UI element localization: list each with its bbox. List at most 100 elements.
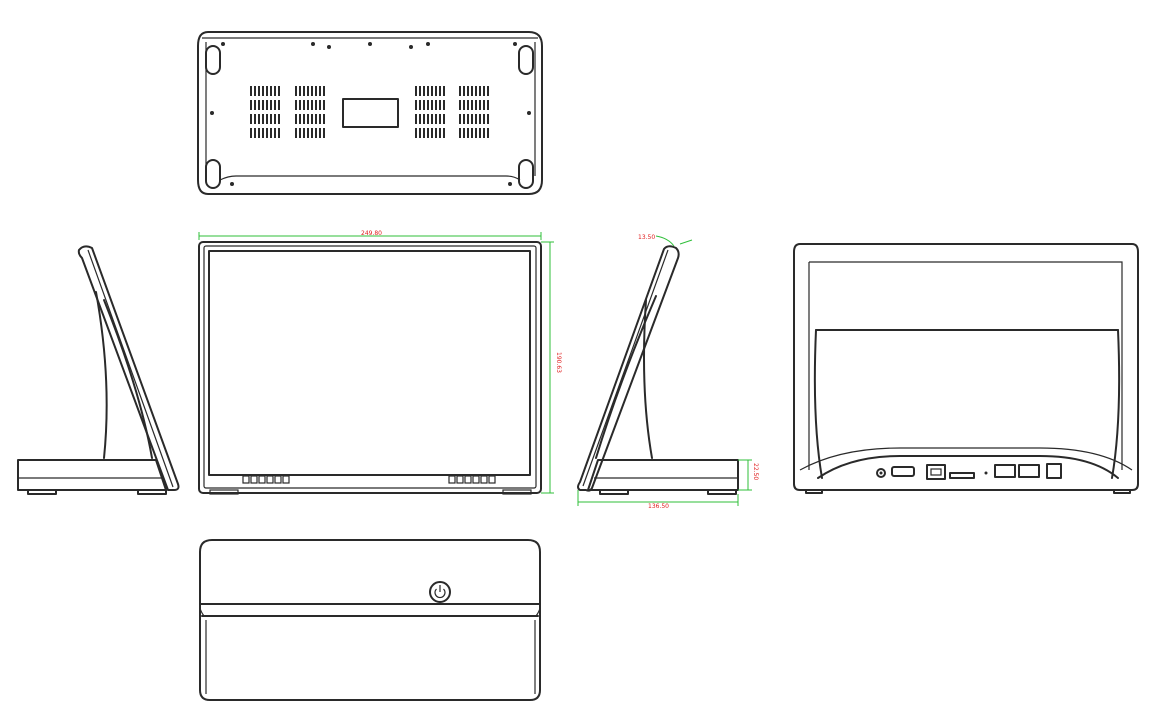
vent-slot (274, 114, 276, 124)
vent-slot (315, 86, 317, 96)
front-button[interactable] (274, 475, 282, 484)
vent-slot (254, 128, 256, 138)
vent-slot (262, 114, 264, 124)
vent-slot (315, 100, 317, 110)
vent-slot (270, 128, 272, 138)
vent-slot (415, 100, 417, 110)
front-button[interactable] (456, 475, 464, 484)
vent-slot (475, 114, 477, 124)
vent-slot (471, 86, 473, 96)
vent-slot (467, 128, 469, 138)
vent-slot (459, 86, 461, 96)
vent-slot (467, 100, 469, 110)
vent-slot (311, 128, 313, 138)
vent-slot (270, 86, 272, 96)
vent-slot (435, 86, 437, 96)
vent-slot (427, 128, 429, 138)
vent-slot (435, 100, 437, 110)
front-button[interactable] (480, 475, 488, 484)
vent-slot (323, 128, 325, 138)
base-height-label: 22.50 (752, 463, 759, 480)
vent-slot (295, 100, 297, 110)
vent-slot (278, 86, 280, 96)
vent-slot (459, 114, 461, 124)
vent-slot (307, 100, 309, 110)
vent-slot (299, 100, 301, 110)
vent-slot (299, 86, 301, 96)
angle-dimension: 13.50 (638, 234, 693, 247)
vent-slot (483, 86, 485, 96)
vent-slot (427, 100, 429, 110)
vent-slot (270, 114, 272, 124)
width-label: 249.80 (361, 230, 382, 237)
front-button[interactable] (250, 475, 258, 484)
vent-slot (487, 114, 489, 124)
vent-slot (431, 86, 433, 96)
vent-slot (463, 114, 465, 124)
front-button[interactable] (448, 475, 456, 484)
vent-slot (303, 100, 305, 110)
vent-slot (262, 86, 264, 96)
vent-slot (459, 128, 461, 138)
vent-slot (278, 128, 280, 138)
front-view: 249.80 190.63 (198, 230, 562, 495)
vent-slot (266, 114, 268, 124)
vent-slot (274, 128, 276, 138)
vent-slot (266, 128, 268, 138)
front-button[interactable] (242, 475, 250, 484)
depth-dimension: 136.50 (577, 490, 739, 510)
vent-slot (439, 114, 441, 124)
vent-slot (459, 100, 461, 110)
vent-slot (463, 100, 465, 110)
vent-slot (479, 128, 481, 138)
vent-slot (415, 114, 417, 124)
button-row-right (448, 475, 496, 484)
vent-slot (487, 86, 489, 96)
vent-slot (483, 100, 485, 110)
vent-slot (250, 100, 252, 110)
vent-slot (278, 114, 280, 124)
vent-slot (311, 86, 313, 96)
vent-slot (319, 128, 321, 138)
vent-slot (479, 100, 481, 110)
vent-slot (258, 128, 260, 138)
front-button[interactable] (472, 475, 480, 484)
depth-label: 136.50 (648, 503, 669, 510)
vent-slot (311, 100, 313, 110)
vent-slot (431, 100, 433, 110)
vent-slot (483, 114, 485, 124)
vent-slot (262, 128, 264, 138)
vent-slot (423, 86, 425, 96)
vent-slot (439, 100, 441, 110)
front-button[interactable] (258, 475, 266, 484)
power-icon[interactable] (429, 581, 451, 603)
vent-slot (471, 128, 473, 138)
front-button[interactable] (464, 475, 472, 484)
front-button[interactable] (488, 475, 496, 484)
vent-grilles (250, 86, 489, 138)
height-label: 190.63 (555, 352, 562, 373)
vent-slot (471, 114, 473, 124)
vent-slot (467, 114, 469, 124)
vent-slot (319, 100, 321, 110)
vent-slot (443, 86, 445, 96)
vent-slot (463, 128, 465, 138)
vent-slot (274, 86, 276, 96)
vent-slot (299, 114, 301, 124)
rear-view (793, 243, 1139, 494)
vent-slot (323, 114, 325, 124)
vent-slot (295, 86, 297, 96)
vent-slot (254, 100, 256, 110)
vent-slot (431, 128, 433, 138)
front-button[interactable] (282, 475, 290, 484)
vent-slot (254, 86, 256, 96)
vent-slot (475, 100, 477, 110)
front-button[interactable] (266, 475, 274, 484)
vent-slot (463, 86, 465, 96)
bottom-view (197, 31, 543, 195)
vent-slot (487, 100, 489, 110)
vent-slot (431, 114, 433, 124)
vent-slot (266, 100, 268, 110)
vent-slot (250, 114, 252, 124)
io-ports (876, 463, 1062, 480)
